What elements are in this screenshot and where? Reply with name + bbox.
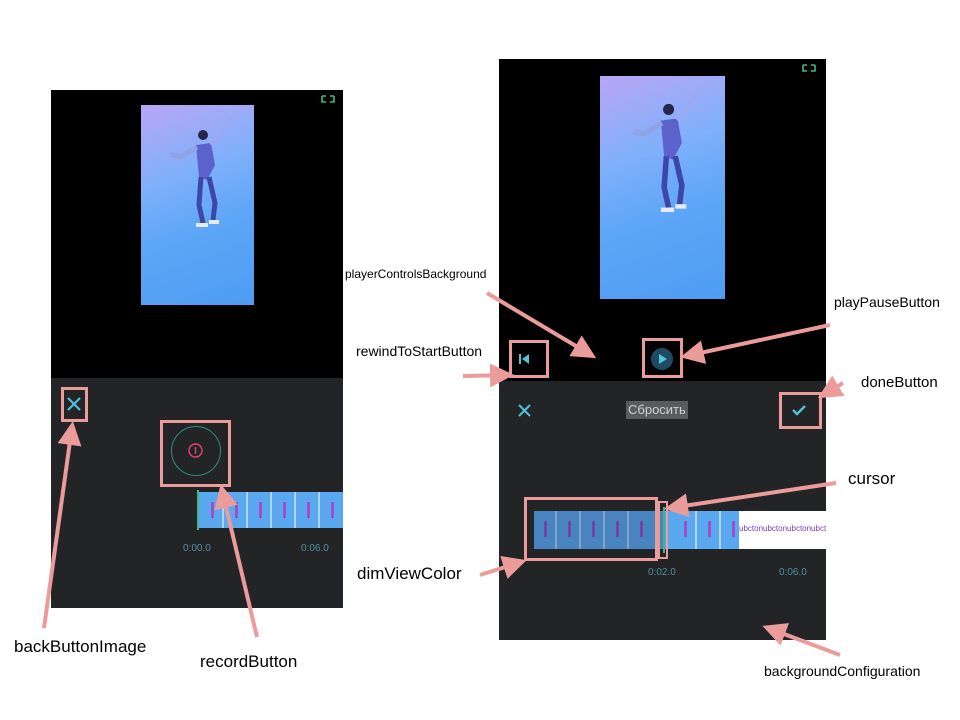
label-dim-view-color: dimViewColor bbox=[357, 564, 462, 583]
left-time-start: 0:00.0 bbox=[183, 543, 211, 554]
thumbnail-frames bbox=[544, 511, 735, 549]
right-timeline-cursor[interactable] bbox=[663, 507, 665, 553]
done-checkmark-icon[interactable] bbox=[792, 404, 806, 416]
right-video-area bbox=[499, 59, 826, 381]
play-icon bbox=[659, 354, 667, 364]
dancer-figure bbox=[632, 88, 702, 213]
highlight-dim-view bbox=[524, 497, 658, 561]
label-rewind-to-start-button: rewindToStartButton bbox=[356, 343, 483, 359]
right-timeline-strip[interactable] bbox=[534, 511, 739, 549]
dancer-figure bbox=[170, 115, 233, 227]
right-time-current: 0:02.0 bbox=[648, 567, 676, 578]
rewind-to-start-button[interactable] bbox=[516, 351, 532, 367]
play-pause-button[interactable] bbox=[651, 348, 673, 370]
label-player-controls-background: playerControlsBackground bbox=[345, 267, 487, 281]
record-indicator-icon bbox=[188, 443, 203, 458]
right-video-preview bbox=[600, 76, 725, 299]
left-video-preview bbox=[141, 105, 254, 305]
label-back-button-image: backButtonImage bbox=[14, 637, 147, 656]
back-close-icon[interactable] bbox=[67, 397, 81, 411]
label-cursor: cursor bbox=[848, 469, 896, 488]
dim-view-overlay bbox=[534, 511, 663, 549]
cancel-close-icon[interactable] bbox=[518, 404, 531, 417]
label-play-pause-button: playPauseButton bbox=[834, 294, 940, 310]
left-video-area bbox=[51, 90, 343, 378]
label-record-button: recordButton bbox=[200, 652, 298, 671]
reset-button[interactable]: Сбросить bbox=[626, 401, 688, 419]
record-button[interactable] bbox=[171, 426, 221, 476]
right-config-panel: Сбросить ubctonubctonubctonubctonub 0:02… bbox=[499, 381, 826, 640]
label-background-configuration: backgroundConfiguration bbox=[764, 663, 921, 679]
label-done-button: doneButton bbox=[861, 374, 938, 391]
highlight-rewind-button bbox=[509, 340, 549, 378]
left-timeline-cursor[interactable] bbox=[197, 490, 199, 530]
left-time-end: 0:06.0 bbox=[301, 543, 329, 554]
highlight-record-button bbox=[160, 420, 231, 487]
highlight-back-button bbox=[61, 387, 88, 422]
highlight-cursor bbox=[658, 501, 668, 559]
highlight-done-button bbox=[779, 392, 822, 429]
fullscreen-icon[interactable] bbox=[321, 95, 335, 103]
right-time-end: 0:06.0 bbox=[779, 567, 807, 578]
right-timeline-remaining: ubctonubctonubctonubctonub bbox=[739, 511, 826, 549]
fullscreen-icon[interactable] bbox=[802, 64, 816, 72]
